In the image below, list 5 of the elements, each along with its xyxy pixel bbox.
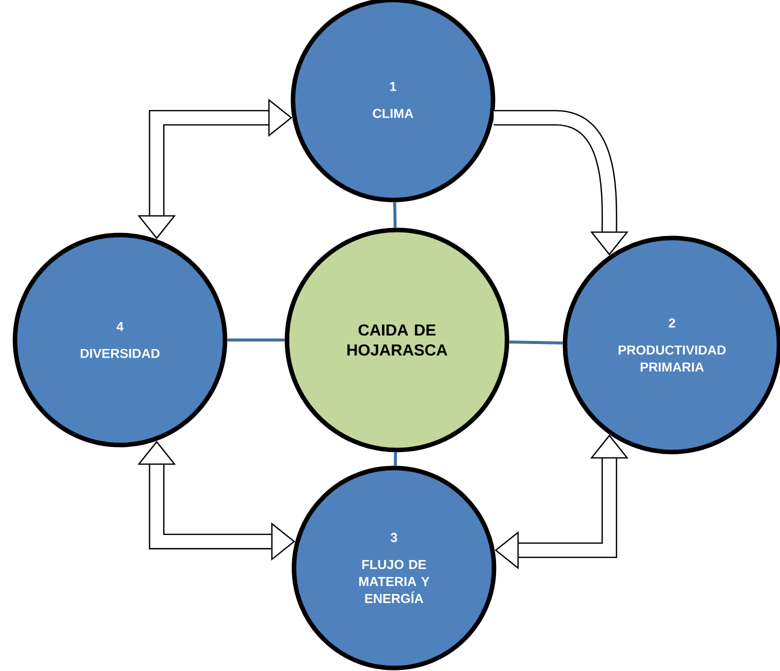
connector-line [227,338,285,342]
connector-line [394,452,398,466]
connector-line [393,202,397,228]
block-arrow [494,110,628,256]
connector-line [509,340,563,344]
